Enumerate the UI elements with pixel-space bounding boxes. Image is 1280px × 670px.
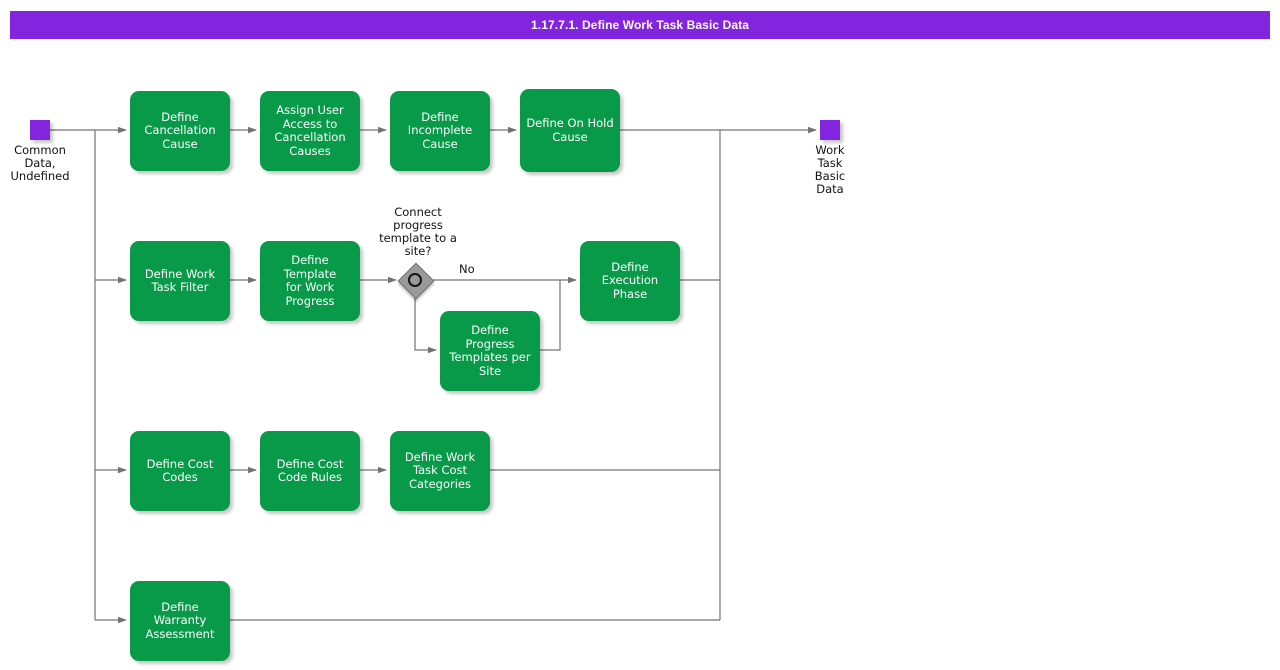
task-define-template-for-work-progress[interactable]: Define Template for Work Progress [260,241,360,321]
data-object-icon [820,120,840,140]
task-define-execution-phase[interactable]: Define Execution Phase [580,241,680,321]
task-define-cost-code-rules[interactable]: Define Cost Code Rules [260,431,360,511]
task-define-work-task-filter[interactable]: Define Work Task Filter [130,241,230,321]
task-define-warranty-assessment[interactable]: Define Warranty Assessment [130,581,230,661]
gateway-question-label: Connect progress template to a site? [379,205,457,258]
edge-gateway-to-progress-templates [414,298,437,354]
task-define-cancellation-cause[interactable]: Define Cancellation Cause [130,91,230,171]
data-object-common-data-undefined[interactable]: Common Data, Undefined [11,120,70,183]
task-define-incomplete-cause[interactable]: Define Incomplete Cause [390,91,490,171]
data-object-work-task-basic-data[interactable]: Work Task Basic Data [815,120,845,196]
data-object-label: Common Data, Undefined [10,143,70,183]
data-object-label: Work Task Basic Data [814,143,846,196]
event-based-gateway[interactable] [397,262,435,300]
data-object-icon [30,120,50,140]
edge-progress-templates-to-execution [540,280,561,351]
task-assign-user-access-to-cancellation-causes[interactable]: Assign User Access to Cancellation Cause… [260,91,360,171]
task-define-cost-codes[interactable]: Define Cost Codes [130,431,230,511]
edge-label-no: No [459,262,475,276]
page-title: 1.17.7.1. Define Work Task Basic Data [10,11,1270,39]
gateway-event-circle-icon [408,273,422,287]
task-define-on-hold-cause[interactable]: Define On Hold Cause [520,89,620,172]
task-define-progress-templates-per-site[interactable]: Define Progress Templates per Site [440,311,540,391]
task-define-work-task-cost-categories[interactable]: Define Work Task Cost Categories [390,431,490,511]
